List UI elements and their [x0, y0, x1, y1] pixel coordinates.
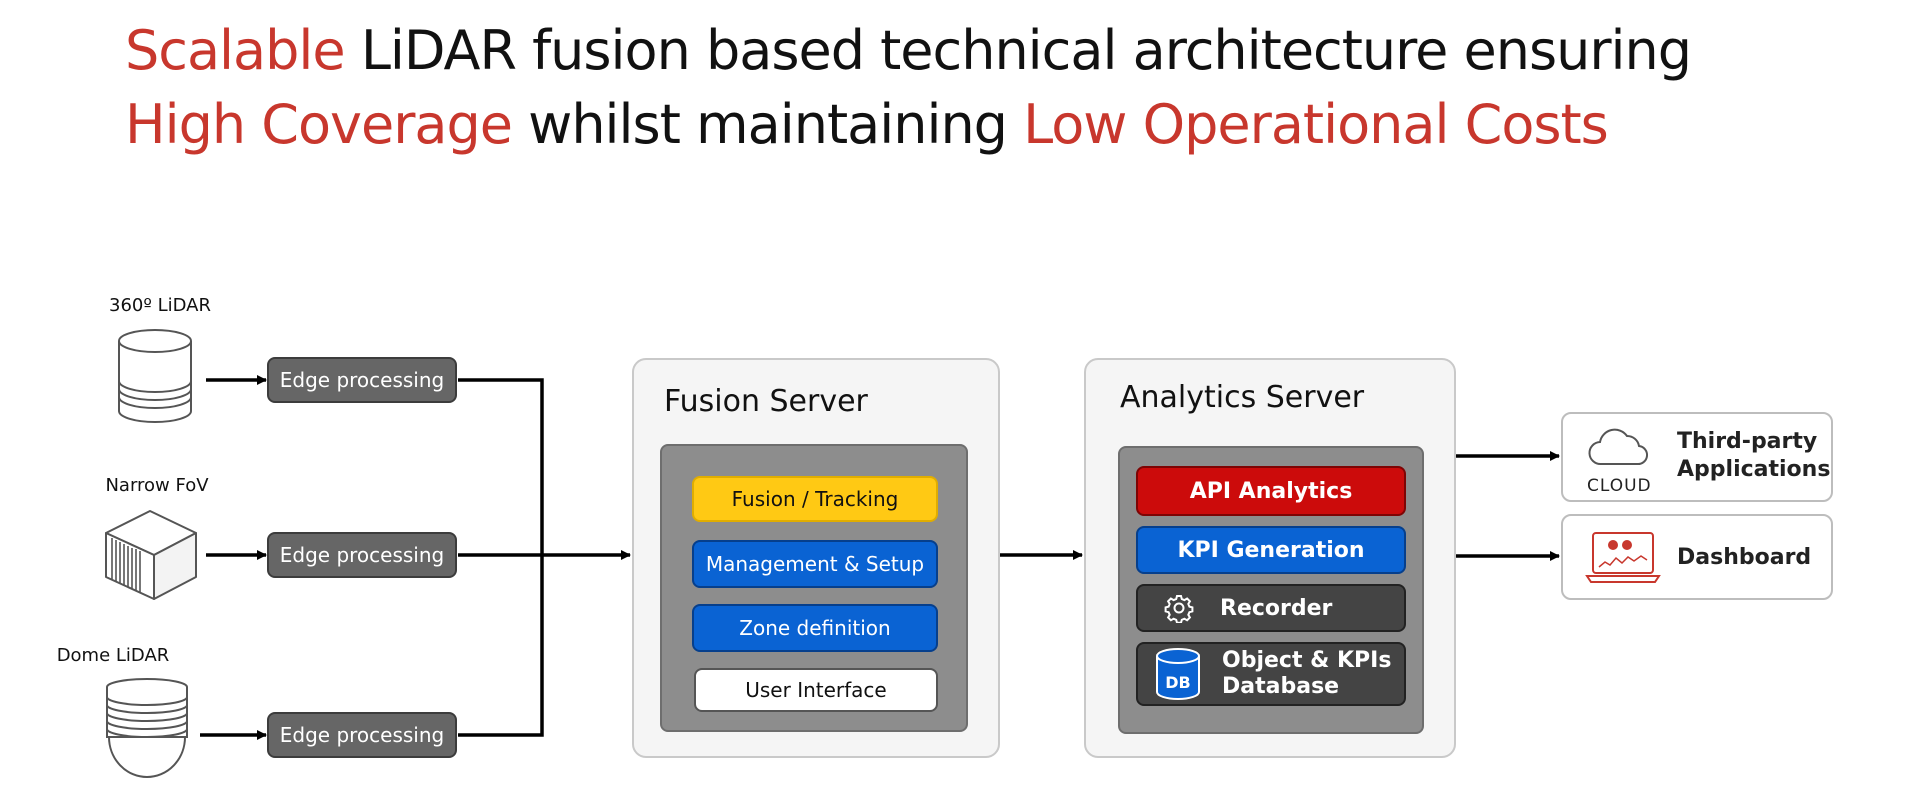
database-icon: DB	[1156, 648, 1200, 700]
database-label: Object & KPIs Database	[1222, 648, 1391, 700]
fusion-server-module-stack: Fusion / Tracking Management & Setup Zon…	[660, 444, 968, 732]
headline-line-1: Scalable LiDAR fusion based technical ar…	[125, 19, 1692, 82]
module-object-kpis-database: DB Object & KPIs Database	[1136, 642, 1406, 706]
database-label-line-1: Object & KPIs	[1222, 648, 1392, 673]
database-label-line-2: Database	[1222, 674, 1340, 699]
third-party-label-line-1: Third-party	[1677, 429, 1818, 454]
edge-processing-box-3: Edge processing	[267, 712, 457, 758]
module-api-analytics: API Analytics	[1136, 466, 1406, 516]
edge-1-to-bus	[458, 378, 544, 737]
headline-text-1: LiDAR fusion based technical architectur…	[344, 19, 1692, 82]
analytics-server-panel: Analytics Server API Analytics KPI Gener…	[1084, 358, 1456, 758]
third-party-applications-label: Third-party Applications	[1677, 428, 1830, 484]
module-recorder-label: Recorder	[1220, 595, 1333, 621]
dashboard-label: Dashboard	[1677, 545, 1812, 570]
module-fusion-tracking: Fusion / Tracking	[692, 476, 938, 522]
sensor-label-dome-lidar: Dome LiDAR	[56, 645, 170, 666]
cloud-icon	[1588, 428, 1648, 466]
third-party-label-line-2: Applications	[1677, 457, 1831, 482]
dashboard-icon	[1585, 532, 1661, 583]
third-party-applications-box: CLOUD Third-party Applications	[1561, 412, 1833, 502]
cylinder-lidar-icon	[118, 329, 192, 423]
fusion-server-panel: Fusion Server Fusion / Tracking Manageme…	[632, 358, 1000, 758]
module-management-setup: Management & Setup	[692, 540, 938, 588]
database-icon-text: DB	[1165, 673, 1190, 692]
gear-icon	[1164, 595, 1194, 623]
sensor-label-narrow-fov: Narrow FoV	[105, 475, 209, 496]
fusion-server-title: Fusion Server	[664, 384, 868, 419]
cube-lidar-icon	[105, 510, 197, 600]
analytics-server-module-stack: API Analytics KPI Generation Recorder DB…	[1118, 446, 1424, 734]
headline-accent-coverage: High Coverage	[125, 93, 513, 156]
analytics-server-title: Analytics Server	[1120, 380, 1365, 415]
module-user-interface: User Interface	[694, 668, 938, 712]
dome-lidar-icon	[106, 678, 188, 778]
module-recorder: Recorder	[1136, 584, 1406, 632]
module-kpi-generation: KPI Generation	[1136, 526, 1406, 574]
edge-processing-box-1: Edge processing	[267, 357, 457, 403]
headline-text-2: whilst maintaining	[512, 93, 1024, 156]
headline: Scalable LiDAR fusion based technical ar…	[125, 14, 1845, 162]
dashboard-box: Dashboard	[1561, 514, 1833, 600]
headline-accent-costs: Low Operational Costs	[1023, 93, 1609, 156]
cloud-caption: CLOUD	[1587, 476, 1652, 496]
sensor-label-360-lidar: 360º LiDAR	[109, 295, 211, 316]
module-zone-definition: Zone definition	[692, 604, 938, 652]
headline-accent-scalable: Scalable	[125, 19, 346, 82]
edge-processing-box-2: Edge processing	[267, 532, 457, 578]
headline-line-2: High Coverage whilst maintaining Low Ope…	[125, 93, 1609, 156]
